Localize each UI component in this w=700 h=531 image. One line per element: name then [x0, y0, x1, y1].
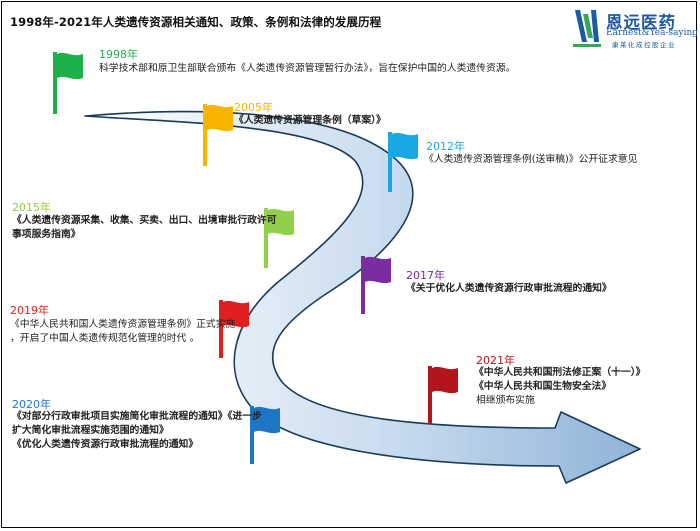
event-2020-text-line3: 《优化人类遗传资源行政审批流程的通知》 — [12, 439, 199, 450]
flag-pole — [388, 132, 392, 192]
logo-mark — [573, 10, 601, 47]
flag-pole — [250, 406, 254, 464]
event-2017-text: 《关于优化人类遗传资源行政审批流程的通知》 — [406, 283, 612, 294]
event-2005-text: 《人类遗传资源管理条例（草案）》 — [234, 115, 386, 126]
flag-cloth — [365, 256, 391, 284]
event-2012-text: 《人类遗传资源管理条例(送审稿)》公开征求意见 — [424, 154, 638, 165]
event-2017-year: 2017年 — [406, 269, 445, 282]
event-2005-year: 2005年 — [234, 101, 273, 114]
flag-pole — [53, 52, 57, 114]
flag-pole — [264, 208, 268, 268]
logo-icon — [573, 10, 601, 47]
event-2020-year: 2020年 — [12, 398, 51, 411]
logo-slogan: 康莱化成控股企业 — [612, 41, 676, 49]
event-2020-text-line2: 扩大简化审批流程实施范围的通知》 — [12, 425, 169, 436]
event-1998-year: 1998年 — [99, 48, 138, 61]
event-2015-text-line2: 事项服务指南》 — [12, 229, 81, 240]
logo-name-cn: 恩远医药 — [606, 13, 676, 32]
page-title: 1998年-2021年人类遗传资源相关通知、政策、条例和法律的发展历程 — [10, 15, 382, 29]
flag-pole — [428, 366, 432, 424]
flag-icon-2017 — [361, 256, 391, 314]
flag-cloth — [432, 366, 458, 394]
event-2021-text-line1: 《中华人民共和国刑法修正案（十一）》 — [474, 367, 646, 378]
flag-icon-2019 — [219, 300, 249, 358]
event-2019-year: 2019年 — [10, 304, 49, 317]
timeline-flags — [53, 52, 458, 464]
flag-icon-2020 — [250, 406, 280, 464]
flag-cloth — [57, 52, 83, 80]
flag-cloth — [392, 132, 418, 160]
flag-pole — [219, 300, 223, 358]
event-2015-text-line1: 《人类遗传资源采集、收集、买卖、出口、出境审批行政许可 — [12, 215, 277, 226]
timeline-road-arrow — [84, 110, 641, 484]
logo-name-en: Earnest&Yea-saying — [606, 28, 699, 38]
flag-icon-2021 — [428, 366, 458, 424]
event-2019-text-line1: 《中华人民共和国人类遗传资源管理条例》正式实施 — [10, 319, 236, 330]
flag-icon-1998 — [53, 52, 83, 114]
event-2021-year: 2021年 — [476, 354, 515, 367]
flag-icon-2012 — [388, 132, 418, 192]
flag-icon-2005 — [203, 104, 233, 166]
flag-cloth — [223, 300, 249, 328]
flag-pole — [361, 256, 365, 314]
event-2021-text-line3: 相继颁布实施 — [476, 395, 535, 406]
flag-cloth — [254, 406, 280, 434]
event-2021-text-line2: 《中华人民共和国生物安全法》 — [474, 381, 612, 392]
event-2019-text-line2: ，开启了中国人类遗传规范化管理的时代 。 — [10, 333, 200, 344]
flag-pole — [203, 104, 207, 166]
event-2012-year: 2012年 — [426, 140, 465, 153]
flag-cloth — [207, 104, 233, 132]
event-2020-text-line1: 《对部分行政审批项目实施简化审批流程的通知》《进一步 — [12, 411, 262, 422]
event-2015-year: 2015年 — [12, 201, 51, 214]
event-1998-text: 科学技术部和原卫生部联合颁布《人类遗传资源管理暂行办法》，旨在保护中国的人类遗传… — [99, 63, 516, 74]
flag-icon-2015 — [264, 208, 294, 268]
flag-cloth — [268, 208, 294, 236]
